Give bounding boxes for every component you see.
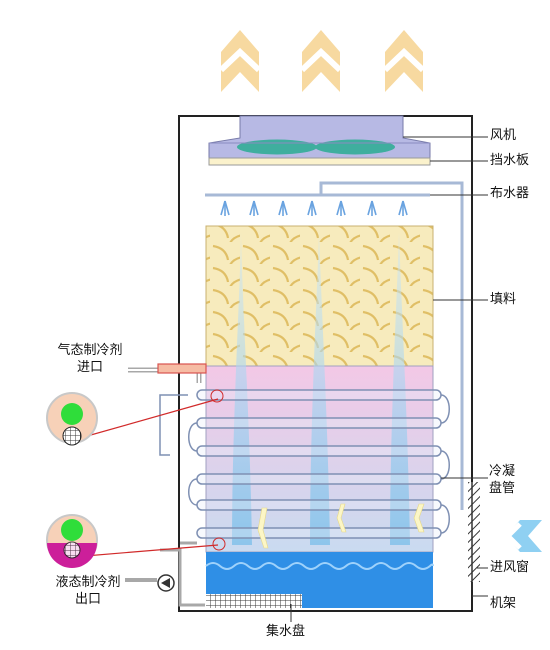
label-coil-line1: 冷凝 — [488, 464, 515, 479]
label-liquid-outlet-line1: 液态制冷剂 — [55, 575, 121, 590]
label-air-inlet-louver: 进风窗 — [490, 560, 530, 575]
drift-eliminator — [208, 157, 431, 166]
air-streams — [232, 232, 410, 545]
label-condenser-coil: 冷凝 盘管 — [482, 463, 522, 497]
spray-nozzles — [220, 200, 408, 216]
label-liquid-refrigerant-outlet: 液态制冷剂 出口 — [38, 574, 138, 608]
label-coil-line2: 盘管 — [488, 481, 515, 496]
exhaust-arrow-icon — [218, 30, 262, 92]
air-inlet-louver — [468, 482, 480, 590]
label-fan: 风机 — [490, 128, 517, 143]
gas-refrigerant-magnifier — [46, 389, 224, 446]
label-gas-inlet-line2: 进口 — [76, 360, 103, 375]
exhaust-arrows — [218, 30, 426, 92]
label-water-basin: 集水盘 — [266, 624, 306, 639]
condenser-coil — [159, 389, 450, 539]
leader-lines — [290, 136, 488, 622]
label-fill: 填料 — [490, 292, 517, 307]
exhaust-arrow-icon — [299, 30, 343, 92]
label-liquid-outlet-line2: 出口 — [74, 592, 101, 607]
basin-strainer — [206, 594, 302, 608]
label-frame: 机架 — [490, 596, 517, 611]
fan-icon — [208, 115, 431, 159]
label-drift-eliminator: 挡水板 — [490, 153, 530, 168]
pump-icon — [157, 574, 175, 592]
incoming-air-arrow-icon — [504, 520, 542, 552]
exhaust-arrow-icon — [382, 30, 426, 92]
refrigerant-piping — [125, 363, 207, 607]
label-gas-inlet-line1: 气态制冷剂 — [57, 343, 123, 358]
label-gas-refrigerant-inlet: 气态制冷剂 进口 — [40, 342, 140, 376]
water-distributor — [205, 181, 464, 510]
liquid-refrigerant-magnifier — [46, 514, 226, 568]
airflow-chevrons — [257, 503, 425, 549]
basin-water — [205, 552, 434, 608]
label-water-distributor: 布水器 — [490, 186, 530, 201]
